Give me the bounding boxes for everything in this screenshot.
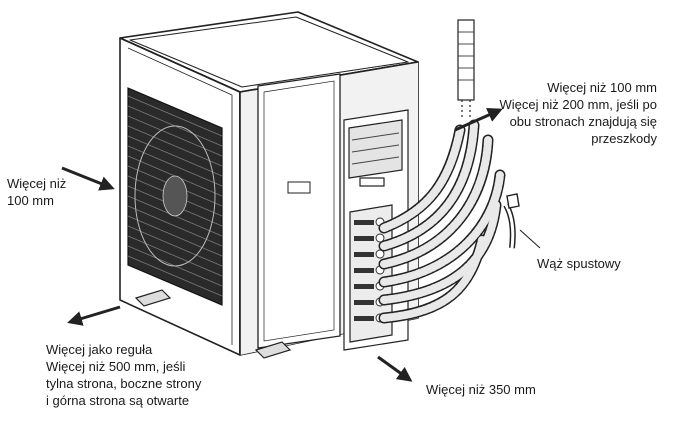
side-panel: [257, 73, 341, 349]
label-line: Więcej niż 100 mm: [547, 80, 657, 95]
label-drain-hose: Wąż spustowy: [537, 256, 621, 271]
arrow-top-right: [454, 108, 503, 132]
fan-grille-icon: [127, 87, 223, 306]
vertical-pipe: [457, 19, 475, 118]
label-line: Więcej niż 500 mm, jeśli: [46, 359, 186, 374]
label-line: Więcej niż 200 mm, jeśli po: [499, 97, 658, 112]
arrow-bottom-right: [377, 355, 413, 382]
label-line: Więcej jako reguła: [46, 342, 153, 357]
label-line: obu stronach znajdują się: [509, 114, 657, 129]
label-left-clearance: Więcej niż 100 mm: [7, 175, 66, 209]
label-line: Więcej niż: [7, 176, 67, 191]
unit-feet: [134, 289, 292, 359]
arrow-icon: [61, 108, 503, 382]
drain-hose-icon: [503, 193, 541, 249]
label-line: tylna strona, boczne strony: [46, 376, 202, 391]
label-front-clearance: Więcej niż 350 mm: [426, 382, 536, 397]
label-line: i górna strona są otwarte: [46, 393, 190, 408]
arrow-left: [61, 166, 115, 191]
label-line: przeszkody: [591, 131, 657, 146]
label-rear-clearance: Więcej jako reguła Więcej niż 500 mm, je…: [46, 341, 201, 409]
label-top-clearance: Więcej niż 100 mm Więcej niż 200 mm, jeś…: [500, 79, 658, 147]
pipe-icon: [378, 119, 506, 324]
arrow-bottom-left: [67, 305, 121, 326]
label-line: 100 mm: [7, 193, 54, 208]
